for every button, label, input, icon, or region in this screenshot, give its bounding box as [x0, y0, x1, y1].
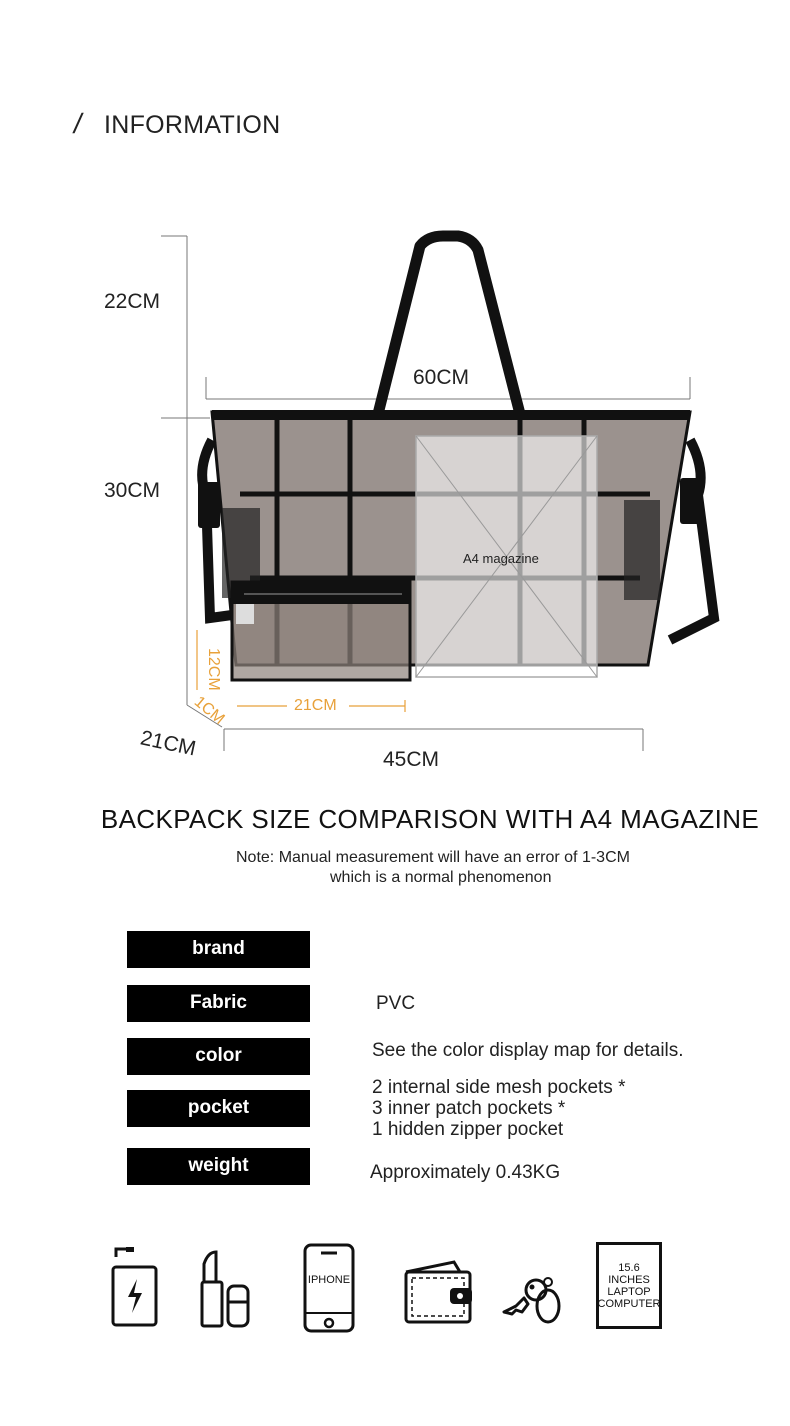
magazine-label: A4 magazine: [463, 551, 539, 566]
spec-label-fabric: Fabric: [127, 985, 310, 1022]
keys-icon: [502, 1277, 561, 1324]
section-title: INFORMATION: [104, 111, 281, 139]
wallet-icon: [404, 1260, 472, 1324]
lipstick-icon: [200, 1250, 250, 1328]
spec-label-brand: brand: [127, 931, 310, 968]
laptop-icon: 15.6 INCHES LAPTOP COMPUTER: [596, 1242, 662, 1329]
comparison-heading: BACKPACK SIZE COMPARISON WITH A4 MAGAZIN…: [100, 804, 760, 834]
iphone-label: IPHONE: [307, 1274, 351, 1286]
body-height-label: 30CM: [104, 479, 161, 502]
pocket-line-2: 3 inner patch pockets *: [372, 1098, 566, 1119]
spec-value-pocket: 2 internal side mesh pockets * 3 inner p…: [372, 1077, 625, 1140]
laptop-label-2: LAPTOP: [607, 1285, 651, 1298]
pouch-width-label: 21CM: [294, 697, 337, 714]
pouch-height-label: 12CM: [205, 648, 222, 691]
spec-value-fabric: PVC: [376, 993, 416, 1014]
note-line-2: which is a normal phenomenon: [330, 869, 552, 886]
handle-height-label: 22CM: [104, 290, 161, 313]
spec-value-weight: Approximately 0.43KG: [370, 1162, 561, 1183]
bag-illustration: [161, 230, 720, 751]
spec-label-color: color: [127, 1038, 310, 1075]
iphone-icon: IPHONE: [303, 1243, 355, 1333]
pocket-line-3: 1 hidden zipper pocket: [372, 1119, 564, 1140]
spec-value-color: See the color display map for details.: [372, 1040, 684, 1061]
laptop-label-1: 15.6 INCHES: [608, 1261, 650, 1286]
bottom-width-label: 45CM: [383, 748, 440, 771]
measurement-note: Note: Manual measurement will have an er…: [236, 848, 630, 888]
pocket-line-1: 2 internal side mesh pockets *: [372, 1077, 626, 1098]
spec-label-pocket: pocket: [127, 1090, 310, 1127]
note-line-1: Note: Manual measurement will have an er…: [236, 849, 630, 866]
top-width-label: 60CM: [413, 366, 470, 389]
power-bank-icon: [111, 1247, 158, 1327]
laptop-label-3: COMPUTER: [597, 1297, 661, 1310]
spec-label-weight: weight: [127, 1148, 310, 1185]
